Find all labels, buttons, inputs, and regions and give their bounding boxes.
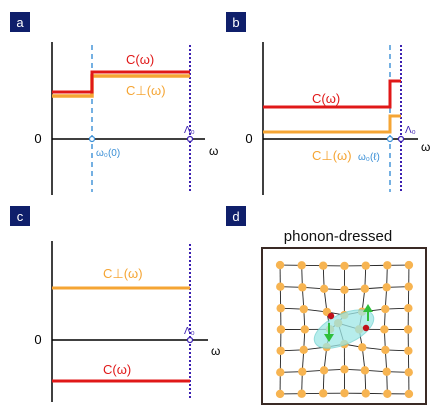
panel-a-lambda-marker bbox=[186, 135, 194, 143]
lattice-node bbox=[361, 261, 370, 270]
panel-b-cperp-label: C⊥(ω) bbox=[312, 148, 352, 163]
lattice-node bbox=[298, 367, 307, 376]
electron-left bbox=[327, 312, 335, 320]
panel-c-lambda-marker bbox=[186, 336, 194, 344]
lattice-node bbox=[275, 389, 285, 399]
panel-d-tag-bg bbox=[226, 206, 246, 226]
lattice-node bbox=[297, 389, 306, 398]
panel-b-c-curve bbox=[263, 79, 401, 109]
lattice-node bbox=[298, 283, 307, 292]
panel-a: a 0 ω C(ω) C⊥(ω) ω₀(0) Λ₀ bbox=[10, 12, 218, 195]
panel-c-lambda-label: Λ₀ bbox=[184, 326, 195, 337]
lattice-node bbox=[276, 325, 286, 334]
panel-c-cperp-label: C⊥(ω) bbox=[103, 266, 143, 281]
panel-b-c-label: C(ω) bbox=[312, 91, 340, 106]
lattice-node bbox=[403, 325, 413, 334]
panel-a-tag-bg bbox=[10, 12, 30, 32]
panel-c-tag: c bbox=[17, 209, 24, 224]
panel-a-zero-label: 0 bbox=[34, 131, 41, 146]
lattice-node bbox=[340, 365, 349, 374]
lattice-node bbox=[404, 368, 413, 377]
lattice-node bbox=[361, 389, 370, 398]
green-arrow-down bbox=[324, 323, 334, 342]
panel-b-tag: b bbox=[232, 15, 239, 30]
lattice-node bbox=[319, 366, 329, 375]
lattice-node bbox=[382, 367, 391, 376]
panel-c-zero-label: 0 bbox=[34, 332, 41, 347]
panel-a-c-curve bbox=[52, 70, 190, 94]
panel-c-c-label: C(ω) bbox=[103, 362, 131, 377]
panel-d: d phonon-dressed bbox=[226, 206, 427, 405]
lattice-node bbox=[383, 261, 392, 270]
lattice-node bbox=[381, 304, 390, 314]
panel-a-omega0-marker bbox=[88, 135, 96, 143]
lattice-node bbox=[276, 368, 285, 377]
panel-b-lambda-marker bbox=[397, 135, 405, 143]
panel-a-omega-axis-label: ω bbox=[209, 144, 218, 158]
lattice-node bbox=[276, 304, 285, 313]
lattice-node bbox=[319, 389, 328, 398]
lattice-node bbox=[358, 343, 367, 352]
lattice-node bbox=[404, 346, 413, 355]
panel-b-tag-bg bbox=[226, 12, 246, 32]
panel-b-lambda-label: Λ₀ bbox=[405, 125, 416, 136]
panel-d-tag: d bbox=[232, 209, 239, 224]
panel-a-omega0-label: ω₀(0) bbox=[96, 148, 120, 159]
panel-b-omega0-marker bbox=[386, 135, 394, 143]
panel-d-frame bbox=[261, 247, 427, 405]
panel-c-omega-axis-label: ω bbox=[211, 344, 220, 358]
lattice-node bbox=[404, 304, 413, 313]
panel-b-omega-axis-label: ω bbox=[421, 140, 430, 154]
panel-a-cperp-label: C⊥(ω) bbox=[126, 83, 166, 98]
lattice-node bbox=[404, 260, 414, 270]
lattice-node bbox=[340, 388, 349, 398]
lattice-node bbox=[404, 389, 414, 399]
lattice-node bbox=[275, 260, 285, 270]
panel-b-omega0-label: ω₀(ℓ) bbox=[358, 152, 380, 163]
lattice-node bbox=[276, 282, 285, 291]
panel-b-zero-label: 0 bbox=[245, 131, 252, 146]
lattice-node bbox=[404, 282, 413, 291]
lattice-node bbox=[319, 284, 329, 294]
lattice-node bbox=[382, 283, 391, 292]
panel-a-c-label: C(ω) bbox=[126, 52, 154, 67]
panel-c: c 0 ω C⊥(ω) C(ω) Λ₀ bbox=[10, 206, 220, 402]
lattice-node bbox=[299, 304, 309, 314]
lattice-node bbox=[340, 285, 349, 294]
lattice-node bbox=[340, 261, 349, 271]
panel-b: b 0 ω C(ω) C⊥(ω) ω₀(ℓ) Λ₀ bbox=[226, 12, 430, 195]
lattice-node bbox=[299, 345, 308, 355]
panel-a-lambda-label: Λ₀ bbox=[184, 125, 195, 136]
lattice-node bbox=[319, 261, 328, 270]
lattice-node bbox=[380, 325, 389, 334]
electron-right bbox=[362, 324, 370, 332]
panel-a-tag: a bbox=[16, 15, 24, 30]
lattice-node bbox=[276, 346, 285, 355]
panel-d-title: phonon-dressed bbox=[284, 228, 392, 245]
green-arrow-up bbox=[363, 304, 373, 321]
lattice-node bbox=[300, 325, 309, 334]
panel-c-tag-bg bbox=[10, 206, 30, 226]
lattice-node bbox=[383, 389, 392, 398]
lattice-node bbox=[297, 261, 306, 270]
lattice-node bbox=[360, 366, 370, 375]
panel-b-cperp-curve bbox=[263, 114, 401, 134]
lattice-node bbox=[381, 345, 390, 355]
lattice-node bbox=[360, 284, 370, 293]
